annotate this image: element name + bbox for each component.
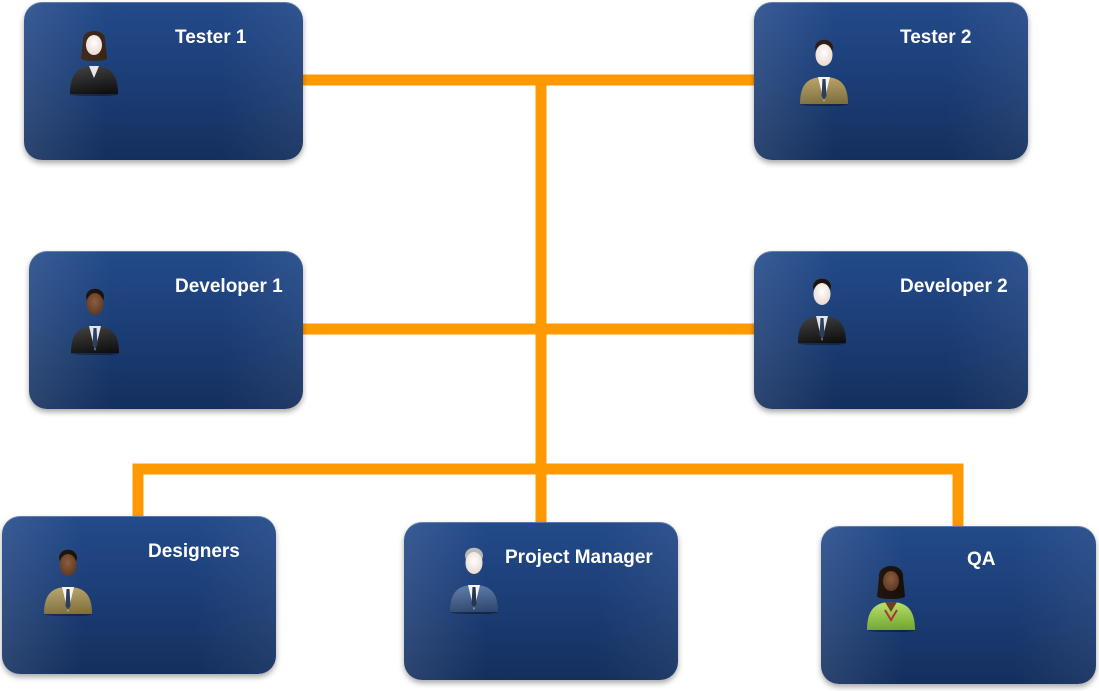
node-label: Project Manager [505, 547, 653, 568]
businesswoman-green-jacket-icon [867, 566, 915, 632]
node-label: Developer 2 [900, 276, 1008, 297]
businessman-gray-hair-blue-suit-icon [450, 547, 498, 614]
businessman-tan-suit-icon [44, 549, 92, 616]
node-qa[interactable]: QA [821, 526, 1096, 684]
node-label: Tester 2 [900, 27, 972, 48]
connector-bottom-branch [132, 463, 964, 526]
node-label: Tester 1 [175, 27, 247, 48]
node-tester-2[interactable]: Tester 2 [754, 2, 1028, 160]
node-project-manager[interactable]: Project Manager [404, 522, 678, 680]
businessman-tan-suit-icon [800, 39, 848, 106]
businessman-black-suit-icon [71, 288, 119, 355]
node-label: QA [967, 549, 996, 570]
businesswoman-dark-suit-icon [70, 31, 118, 96]
node-developer-1[interactable]: Developer 1 [29, 251, 303, 409]
node-designers[interactable]: Designers [2, 516, 276, 674]
businessman-black-suit-icon [798, 278, 846, 345]
node-tester-1[interactable]: Tester 1 [24, 2, 303, 160]
node-label: Designers [148, 541, 240, 562]
node-label: Developer 1 [175, 276, 283, 297]
node-developer-2[interactable]: Developer 2 [754, 251, 1028, 409]
